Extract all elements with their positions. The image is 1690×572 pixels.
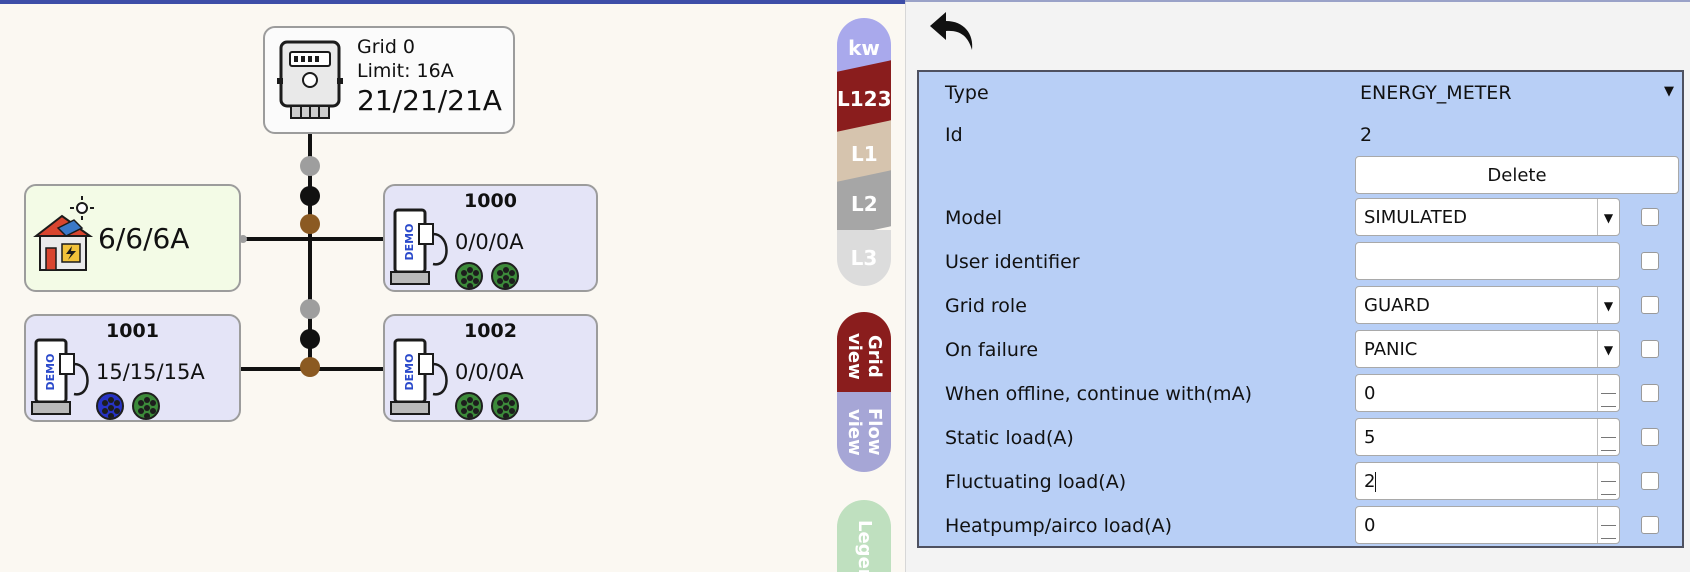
junction-grey [300,299,320,319]
static-load-input[interactable]: 5 [1355,418,1620,456]
model-checkbox[interactable] [1641,208,1659,226]
heatpump-load-value: 0 [1364,515,1376,536]
type-select[interactable]: ENERGY_METER [1360,82,1512,104]
stepper-icon[interactable] [1597,507,1619,543]
fluctuating-load-checkbox[interactable] [1641,472,1659,490]
top-accent-line-right [905,0,1690,2]
charging-station-icon: DEMO [390,208,448,285]
model-select[interactable]: SIMULATED ▼ [1355,198,1620,236]
junction-black [300,329,320,349]
chevron-down-icon[interactable]: ▼ [1597,287,1619,323]
chevron-down-icon[interactable]: ▼ [1664,84,1674,99]
offline-value: 0 [1364,383,1376,404]
heatpump-load-label: Heatpump/airco load(A) [945,515,1172,537]
chevron-down-icon[interactable]: ▼ [1597,331,1619,367]
tab-legend[interactable]: Legend [837,500,891,572]
charger-id: 1002 [464,320,517,342]
stepper-icon[interactable] [1597,463,1619,499]
house-node[interactable]: 6/6/6A [24,184,241,292]
on-failure-label: On failure [945,339,1039,361]
charging-station-icon: DEMO [31,338,89,415]
energy-meter-icon [277,40,343,119]
text-cursor [1375,472,1377,492]
id-label: Id [945,124,963,146]
connector-icon [491,262,519,290]
junction-brown [300,357,320,377]
junction-black [300,186,320,206]
id-value: 2 [1360,124,1373,146]
stepper-icon[interactable] [1597,419,1619,455]
offline-input[interactable]: 0 [1355,374,1620,412]
static-load-checkbox[interactable] [1641,428,1659,446]
static-load-label: Static load(A) [945,427,1074,449]
tab-l3[interactable]: L3 [837,230,891,286]
heatpump-load-input[interactable]: 0 [1355,506,1620,544]
user-identifier-input[interactable] [1355,242,1620,280]
top-accent-line [0,0,905,4]
meter-amps: 21/21/21A [357,84,502,117]
grid-meter-node[interactable]: Grid 0 Limit: 16A 21/21/21A [263,26,515,134]
charger-amps: 0/0/0A [455,230,524,254]
connector-icon [491,392,519,420]
stepper-icon[interactable] [1597,375,1619,411]
grid-role-label: Grid role [945,295,1027,317]
junction-brown [300,214,320,234]
meter-limit: Limit: 16A [357,60,454,82]
charger-amps: 15/15/15A [96,360,205,384]
connector-icon [132,392,160,420]
charger-badge: DEMO [44,354,57,391]
static-load-value: 5 [1364,427,1376,448]
grid-role-checkbox[interactable] [1641,296,1659,314]
charger-amps: 0/0/0A [455,360,524,384]
connector-icon-active [96,392,124,420]
fluctuating-load-input[interactable]: 2 [1355,462,1620,500]
model-value: SIMULATED [1364,207,1468,228]
grid-role-select[interactable]: GUARD ▼ [1355,286,1620,324]
solar-house-icon [33,196,94,271]
fluctuating-load-value: 2 [1364,471,1376,492]
charging-station-icon: DEMO [390,338,448,415]
tab-flow-view[interactable]: Flow view [837,392,891,472]
on-failure-select[interactable]: PANIC ▼ [1355,330,1620,368]
connector-icon [455,392,483,420]
charger-id: 1000 [464,190,517,212]
charger-node-1002[interactable]: 1002 DEMO 0/0/0A [383,314,598,422]
connector-icon [455,262,483,290]
tab-l2[interactable]: L2 [837,170,891,238]
grid-canvas[interactable]: Grid 0 Limit: 16A 21/21/21A 6/6/6A 1000 [0,4,835,572]
wires [239,134,385,377]
tab-grid-view[interactable]: Grid view [837,312,891,400]
meter-title: Grid 0 [357,36,416,58]
offline-checkbox[interactable] [1641,384,1659,402]
grid-role-value: GUARD [1364,295,1430,316]
charger-badge: DEMO [403,354,416,391]
chevron-down-icon[interactable]: ▼ [1597,199,1619,235]
user-identifier-checkbox[interactable] [1641,252,1659,270]
charger-badge: DEMO [403,224,416,261]
type-label: Type [945,82,989,104]
offline-label: When offline, continue with(mA) [945,383,1252,405]
house-amps: 6/6/6A [98,222,190,255]
charger-id: 1001 [106,320,159,342]
on-failure-checkbox[interactable] [1641,340,1659,358]
back-arrow-icon[interactable] [928,8,978,54]
delete-button[interactable]: Delete [1355,156,1679,194]
charger-node-1000[interactable]: 1000 DEMO 0/0/0A [383,184,598,292]
model-label: Model [945,207,1003,229]
user-identifier-label: User identifier [945,251,1080,273]
charger-node-1001[interactable]: 1001 DEMO 15/15/15A [24,314,241,422]
heatpump-load-checkbox[interactable] [1641,516,1659,534]
fluctuating-load-label: Fluctuating load(A) [945,471,1127,493]
on-failure-value: PANIC [1364,339,1418,360]
junction-grey [300,156,320,176]
